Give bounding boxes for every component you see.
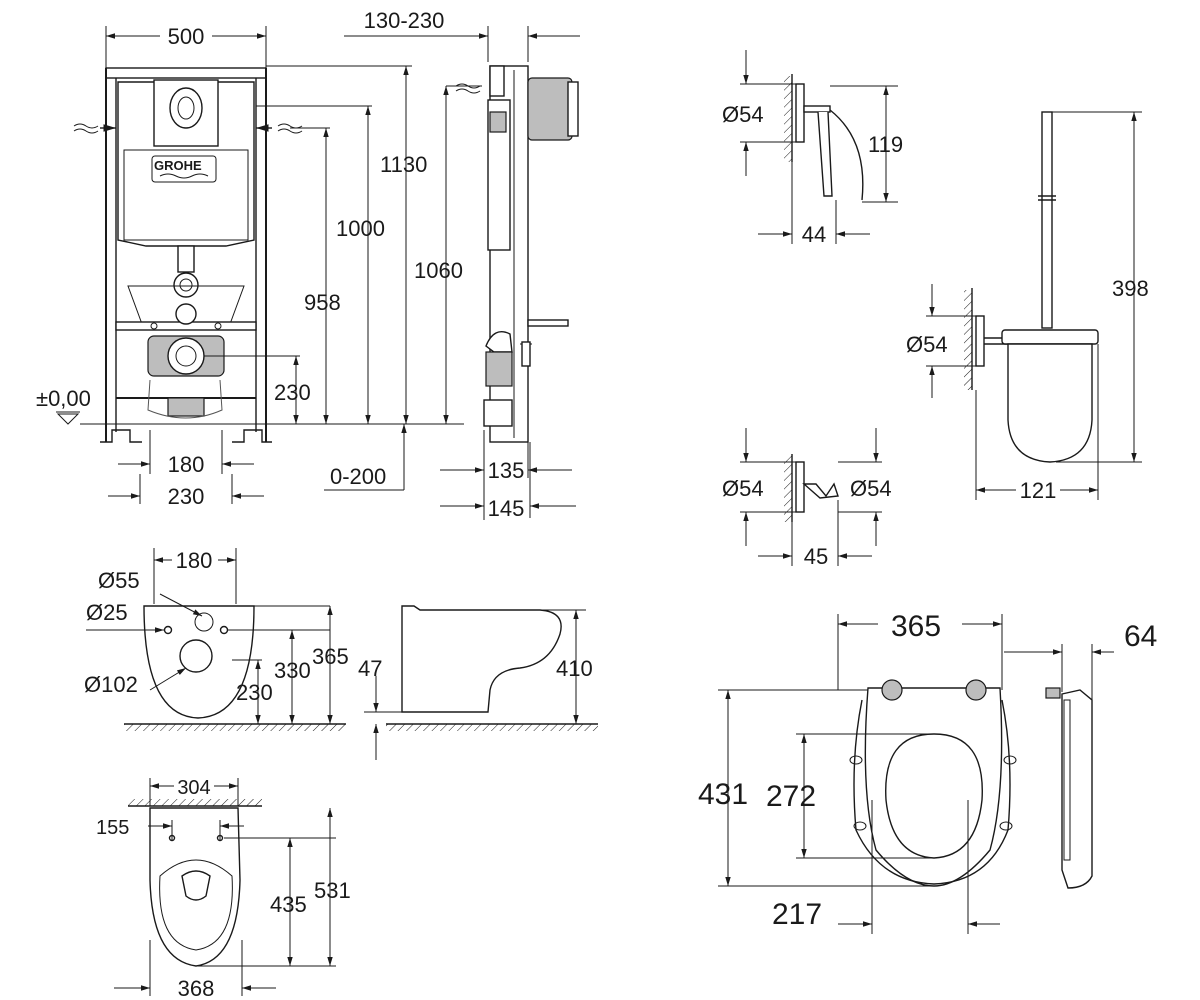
dim-bowl-180: 180 (176, 548, 213, 573)
dim-offset: 130-230 (364, 8, 445, 33)
dim-adjust: 0-200 (330, 464, 386, 489)
dim-64: 64 (1124, 620, 1157, 653)
dim-47: 47 (358, 656, 382, 681)
dim-44: 44 (802, 222, 826, 247)
bowl-front-view: 180 Ø55 Ø25 Ø102 330 365 230 (84, 548, 349, 731)
dim-d55: Ø55 (98, 568, 140, 593)
floor-level: ±0,00 (36, 386, 91, 411)
dim-121: 121 (1020, 478, 1057, 503)
bowl-plan-view: 304 155 435 531 368 (96, 777, 351, 1000)
grohe-logo: GROHE (154, 158, 202, 173)
dim-hook-d54-right: Ø54 (850, 476, 892, 501)
dim-230-bottom: 230 (168, 484, 205, 509)
dim-1000: 1000 (336, 216, 385, 241)
dim-410: 410 (556, 656, 593, 681)
dim-d102: Ø102 (84, 672, 138, 697)
dim-brush-d54: Ø54 (906, 332, 948, 357)
dim-1130: 1130 (380, 152, 427, 177)
robe-hook: Ø54 Ø54 45 (722, 428, 892, 569)
dim-d25: Ø25 (86, 600, 128, 625)
frame-front-view: GROHE 500 (36, 8, 580, 509)
dim-230-height: 230 (274, 380, 311, 405)
dim-958: 958 (304, 290, 341, 315)
brush-set: 398 Ø54 121 (906, 111, 1149, 503)
toilet-seat: 365 431 272 217 64 (698, 610, 1157, 934)
bowl-side-view: 410 47 (358, 605, 598, 760)
dim-330: 330 (274, 658, 311, 683)
dim-155: 155 (96, 817, 129, 839)
paper-holder: Ø54 119 44 (722, 50, 903, 247)
dim-135: 135 (488, 458, 525, 483)
dim-bowl-230: 230 (236, 680, 273, 705)
dim-431: 431 (698, 778, 748, 811)
dim-145: 145 (488, 496, 525, 521)
dim-seat-365: 365 (891, 610, 941, 643)
dim-holder-d54: Ø54 (722, 102, 764, 127)
frame-side-view: 135 145 (440, 65, 579, 521)
dim-119: 119 (868, 132, 903, 157)
dim-304: 304 (177, 777, 210, 799)
dim-frame-width: 500 (168, 24, 205, 49)
dim-398: 398 (1112, 276, 1149, 301)
dim-hook-d54-left: Ø54 (722, 476, 764, 501)
dim-368: 368 (178, 976, 215, 1000)
dim-272: 272 (766, 780, 816, 813)
dim-365: 365 (312, 644, 349, 669)
dim-531: 531 (314, 878, 351, 903)
dim-45: 45 (804, 544, 828, 569)
dim-217: 217 (772, 898, 822, 931)
dim-435: 435 (270, 892, 307, 917)
dim-180-bottom: 180 (168, 452, 205, 477)
dim-1060: 1060 (414, 258, 463, 283)
